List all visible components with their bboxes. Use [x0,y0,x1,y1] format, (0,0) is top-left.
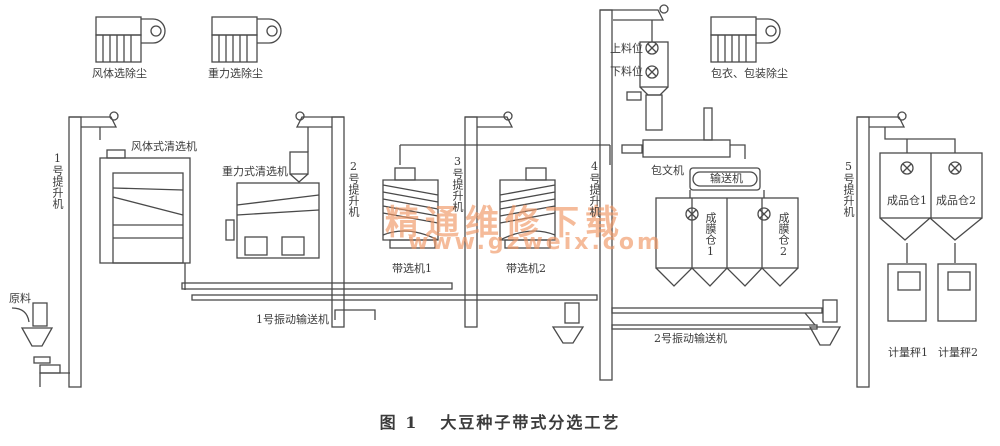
vibrating-conveyor-2 [611,307,823,330]
watermark-text: 精通维修下载 [385,203,625,243]
label-conveyor: 输送机 [710,172,743,185]
label-air-dust: 风体选除尘 [92,67,147,80]
elevator-5 [856,111,956,388]
belt-sorter-2 [499,167,556,249]
hopper-right [808,299,842,346]
elevator-1 [39,111,119,388]
label-elevator-3: 3号提升机 [451,155,464,212]
air-cleaner [99,149,191,290]
elevator-4 [599,4,669,381]
label-coated-bin-2: 成膜仓2 [777,212,790,258]
coater [621,107,746,159]
label-gravity-cleaner: 重力式清选机 [222,165,288,178]
dust-collector-gravity [211,16,282,63]
label-elevator-5: 5号提升机 [842,160,855,217]
hopper-mid [551,302,585,344]
figure-title: 大豆种子带式分选工艺 [440,413,621,432]
label-belt-sorter-1: 带选机1 [392,262,432,275]
belt-sorter-1 [382,167,439,249]
product-bins [879,152,983,263]
label-product-bin-2: 成品仓2 [936,194,976,207]
label-scale-2: 计量秤2 [938,346,978,359]
watermark-url: www.gzweix.com [408,230,663,255]
scales [887,263,977,322]
label-gravity-dust: 重力选除尘 [208,67,263,80]
vibrating-conveyor-1 [181,282,598,320]
label-coater: 包文机 [651,164,684,177]
label-elevator-4: 4号提升机 [588,160,601,217]
label-coated-bin-1: 成膜仓1 [704,212,717,258]
coating-feed-bin [626,41,669,131]
elevator-2 [295,111,345,328]
label-upper-level: 上料位 [610,42,643,55]
label-belt-sorter-2: 带选机2 [506,262,546,275]
figure-caption: 图 1 大豆种子带式分选工艺 [0,409,1000,433]
dust-collector-air [95,16,166,63]
label-raw-material: 原料 [9,292,31,305]
label-lower-level: 下料位 [610,65,643,78]
label-product-bin-1: 成品仓1 [887,194,927,207]
coated-bins [655,190,799,287]
label-coating-dust: 包衣、包装除尘 [711,67,788,80]
gravity-cleaner [225,151,320,259]
label-scale-1: 计量秤1 [888,346,928,359]
label-vib-conveyor-2: 2号振动输送机 [654,332,727,345]
elevator-3 [399,111,611,328]
label-vib-conveyor-1: 1号振动输送机 [256,313,329,326]
label-elevator-1: 1号提升机 [51,152,64,209]
raw-material-hopper [11,302,54,364]
conveyor [689,167,761,191]
label-air-cleaner: 风体式清选机 [131,140,197,153]
dust-collector-coating [710,16,781,63]
label-elevator-2: 2号提升机 [347,160,360,217]
figure-number: 图 1 [379,413,419,432]
